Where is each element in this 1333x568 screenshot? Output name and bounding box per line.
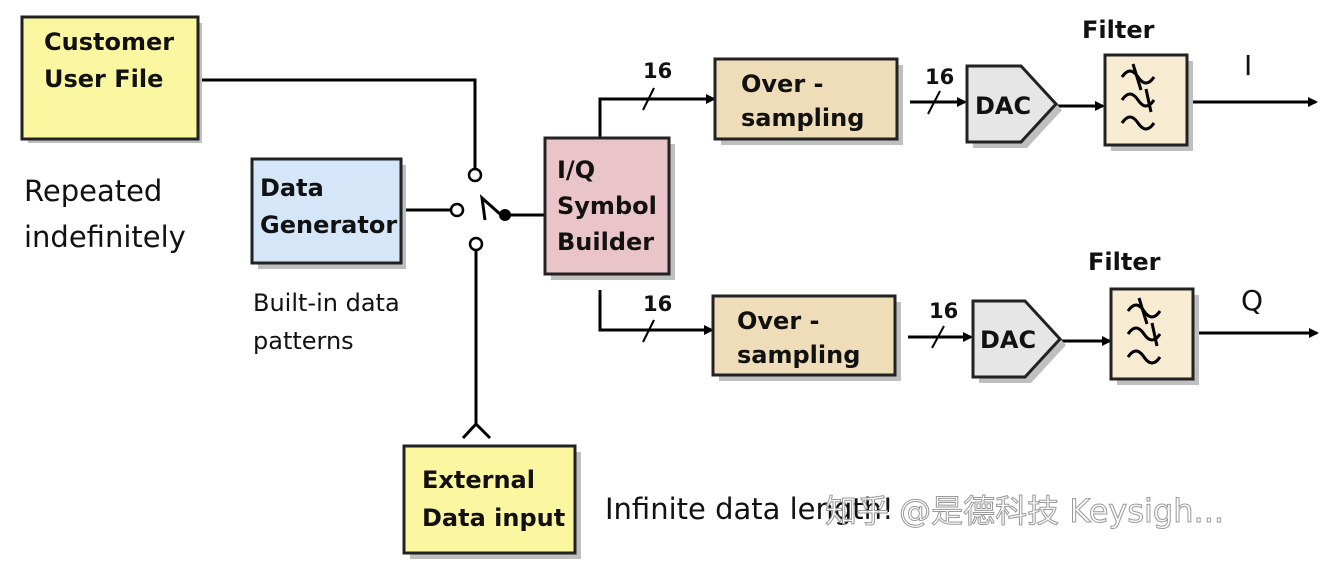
top-filter-wave-icon [1120,63,1156,131]
data-generator-line1: Data [260,174,324,202]
bottom-bus2-label: 16 [929,299,958,323]
top-filter-label: Filter [1082,16,1155,44]
output-q-label: Q [1241,284,1263,317]
bottom-filter-label: Filter [1088,248,1161,276]
customer-file-line2: User File [44,65,163,93]
infinite-label: Infinite data length! [605,492,894,526]
repeated-label-line1: Repeated [24,174,162,208]
bottom-oversampling-line1: Over - [737,307,819,335]
external-line1: External [422,466,535,494]
bottom-dac-block: DAC [971,299,1066,383]
bottom-oversampling-line2: sampling [737,341,860,369]
top-bus2-label: 16 [925,65,954,89]
selector-switch-icon [449,127,511,252]
top-oversampling-line2: sampling [741,104,864,132]
input-connector-icon [461,421,492,440]
bottom-bus1-label: 16 [643,292,672,316]
top-oversampling-box: Over - sampling [713,57,903,145]
top-bus1-label: 16 [643,59,672,83]
connection-wires [200,78,1319,425]
iq-builder-line1: I/Q [557,156,595,184]
top-filter-block [1103,53,1193,151]
external-line2: Data input [422,504,565,532]
customer-file-line1: Customer [44,28,174,56]
data-generator-box: Data Generator [250,157,406,269]
data-generator-line2: Generator [260,211,397,239]
top-dac-block: DAC [965,64,1062,148]
iq-symbol-builder-box: I/Q Symbol Builder [543,136,675,280]
builtin-label-line1: Built-in data [253,289,400,317]
top-oversampling-line1: Over - [741,70,823,98]
external-data-input-box: External Data input [402,444,581,559]
builtin-label-line2: patterns [253,327,354,355]
watermark-text: 知乎 @是德科技 Keysigh... [825,492,1224,530]
output-i-label: I [1244,49,1252,82]
bottom-oversampling-box: Over - sampling [711,294,901,381]
bottom-filter-wave-icon [1126,297,1162,365]
customer-user-file-box: Customer User File [20,15,202,143]
repeated-label-line2: indefinitely [24,220,186,254]
top-dac-label: DAC [975,92,1031,120]
bottom-dac-label: DAC [980,326,1036,354]
iq-builder-line3: Builder [557,228,654,256]
iq-builder-line2: Symbol [557,192,657,220]
bottom-filter-block [1109,287,1199,385]
